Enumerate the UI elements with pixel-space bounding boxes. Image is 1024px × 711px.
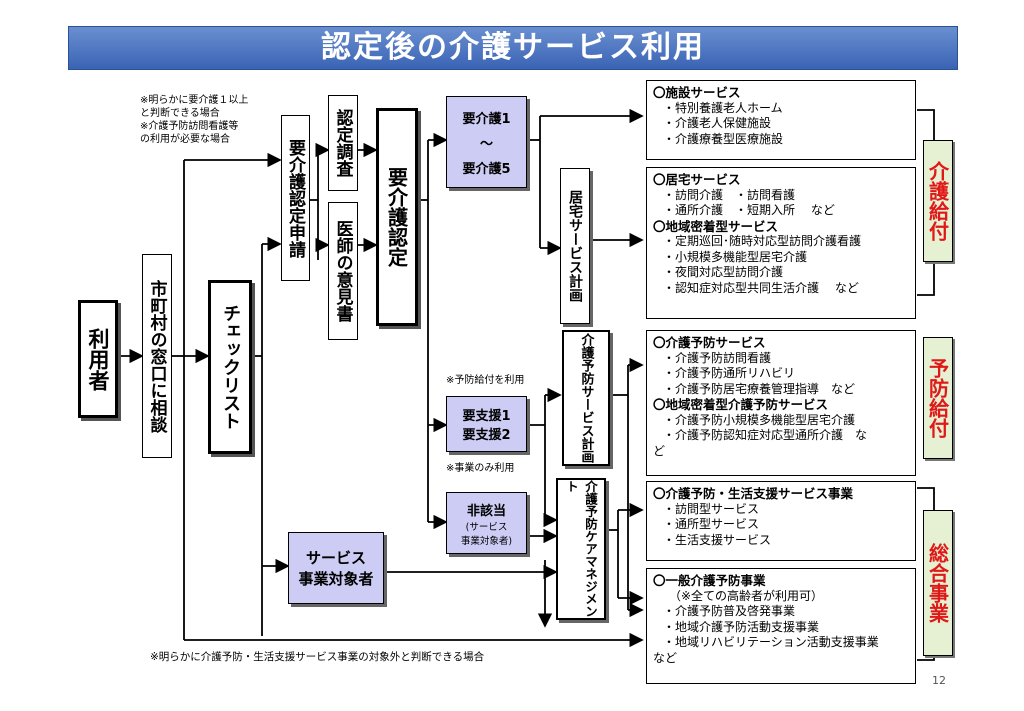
note-top: ※明らかに要介護１以上 と判断できる場合 ※介護予防訪問看護等 の利用が必要な場… (140, 95, 249, 145)
service-shisetsu: 〇施設サービス ・特別養護老人ホーム ・介護老人保健施設 ・介護療養型医療施設 (646, 80, 916, 160)
service-seikatsu: 〇介護予防・生活支援サービス事業 ・訪問型サービス ・通所型サービス ・生活支援… (646, 481, 916, 561)
box-yoshien: 要支援1 要支援2 (446, 396, 527, 452)
service-yobo: 〇介護予防サービス ・介護予防訪問看護 ・介護予防通所リハビリ ・介護予防居宅療… (646, 330, 916, 476)
tag-yobo-kyufu: 予防給付 (923, 337, 953, 459)
box-higaitou: 非該当 (サービス 事業対象者) (446, 492, 527, 554)
box-care-mgmt: 介護予防ケアマネジメント (556, 478, 606, 620)
box-riyousha: 利用者 (78, 300, 118, 418)
box-kyotaku-plan: 居宅サービス計画 (560, 168, 590, 324)
service-kyotaku: 〇居宅サービス ・訪問介護 ・訪問看護 ・通所介護 ・短期入所 など 〇地域密着… (646, 167, 916, 319)
box-shinsei: 要介護認定申請 (281, 115, 310, 281)
page-title: 認定後の介護サービス利用 (68, 26, 958, 70)
tag-kaigo-kyufu: 介護給付 (923, 140, 953, 262)
box-checklist: チェックリスト (208, 280, 252, 454)
box-chousa: 認定調査 (328, 95, 358, 191)
box-madoguchi: 市町村の窓口に相談 (142, 254, 172, 458)
service-ippan: 〇一般介護予防事業 （※全ての高齢者が利用可） ・介護予防普及啓発事業 ・地域介… (646, 568, 916, 684)
note-yobo-kyufu: ※予防給付を利用 (446, 375, 525, 386)
tag-sogo-jigyo: 総合事業 (923, 510, 953, 656)
box-youkaigo: 要介護1 ～ 要介護5 (446, 96, 527, 188)
box-yobo-plan: 介護予防サービス計画 (562, 330, 610, 466)
box-nintei: 要介護認定 (376, 108, 418, 326)
note-bottom: ※明らかに介護予防・生活支援サービス事業の対象外と判断できる場合 (150, 651, 485, 663)
page-number: 12 (932, 674, 946, 687)
box-ikensho: 医師の意見書 (328, 202, 358, 340)
box-jigyo-taishosha: サービス 事業対象者 (288, 532, 384, 604)
note-jigyo-only: ※事業のみ利用 (446, 463, 515, 474)
